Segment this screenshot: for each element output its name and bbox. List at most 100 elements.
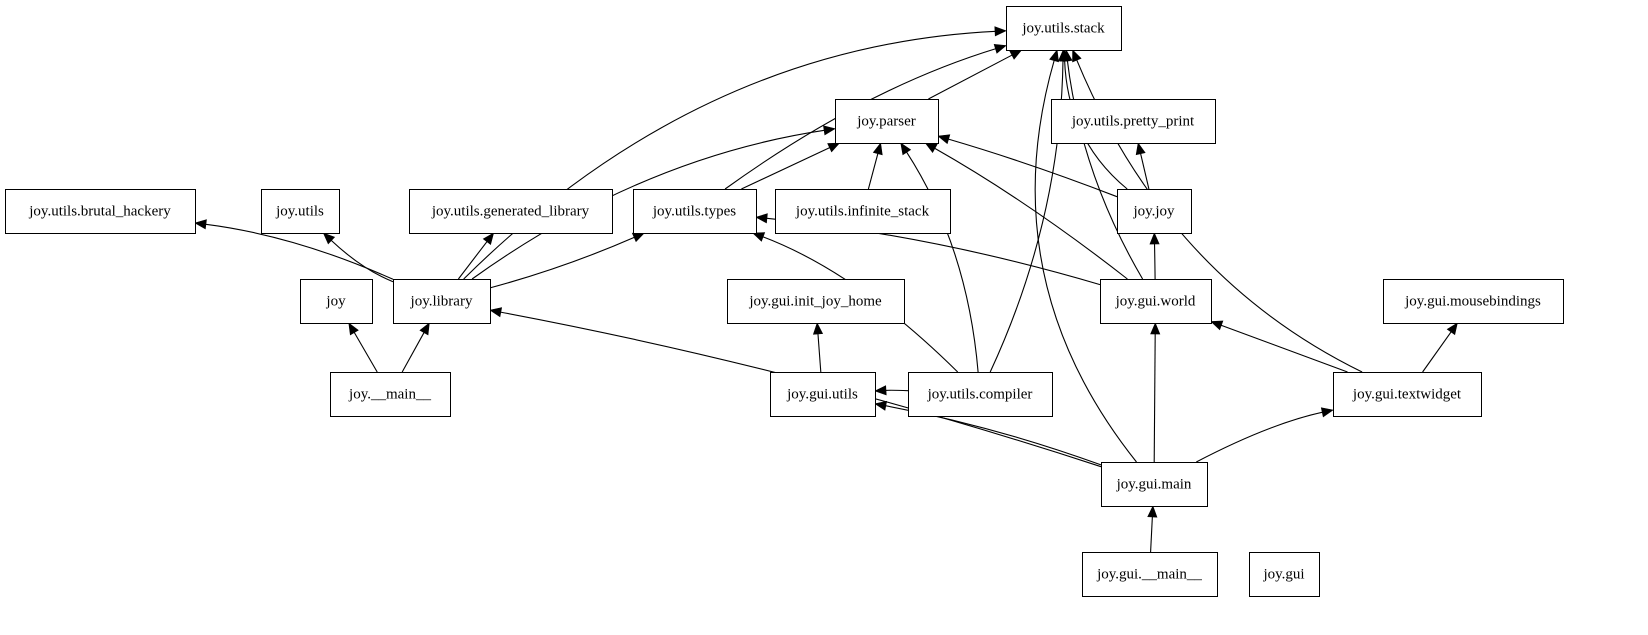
node-box xyxy=(1051,99,1216,144)
node-box xyxy=(1117,189,1192,234)
edge-line xyxy=(905,151,979,373)
node-box xyxy=(5,189,196,234)
edge-line xyxy=(204,223,394,280)
edge-joy-parser-to-joy-utils-stack xyxy=(928,49,1023,100)
edge-line xyxy=(1139,152,1150,190)
edge-joy-utils-compiler-to-joy-gui-utils xyxy=(874,385,909,396)
arrow-head xyxy=(631,232,645,243)
edge-line xyxy=(353,331,378,373)
node-box xyxy=(261,189,340,234)
edge-joy-gui-main-to-joy-gui-textwidget xyxy=(1196,407,1334,463)
node-label: joy.gui.mousebindings xyxy=(1404,293,1541,309)
node-joy-main[interactable]: joy.__main__ xyxy=(330,372,451,417)
node-joy-gui-world[interactable]: joy.gui.world xyxy=(1100,279,1212,324)
edge-joy-library-to-joy-parser xyxy=(471,125,836,280)
node-joy-utils-stack[interactable]: joy.utils.stack xyxy=(1006,6,1122,51)
edge-joy-library-to-joy-utils xyxy=(322,232,394,283)
node-label: joy.gui xyxy=(1262,566,1304,582)
node-joy-gui-init-joy-home[interactable]: joy.gui.init_joy_home xyxy=(727,279,905,324)
node-label: joy.utils.pretty_print xyxy=(1071,113,1195,129)
node-joy-utils-pretty-print[interactable]: joy.utils.pretty_print xyxy=(1051,99,1216,144)
node-box xyxy=(633,189,757,234)
edge-joy-main-to-joy xyxy=(348,322,378,373)
edge-joy-joy-to-joy-utils-pretty-print xyxy=(1135,142,1150,190)
edge-joy-joy-to-joy-parser xyxy=(937,134,1118,198)
node-box xyxy=(393,279,491,324)
arrow-head xyxy=(482,232,495,246)
edge-joy-library-to-joy-utils-generated-library xyxy=(457,232,495,280)
node-box xyxy=(775,189,951,234)
node-joy-gui[interactable]: joy.gui xyxy=(1249,552,1320,597)
node-label: joy.utils.infinite_stack xyxy=(795,203,930,219)
node-label: joy.utils.stack xyxy=(1021,20,1105,36)
arrow-head xyxy=(1049,49,1059,63)
arrow-head xyxy=(1072,49,1082,63)
node-box xyxy=(409,189,613,234)
arrow-head xyxy=(1210,320,1224,331)
edge-joy-main-to-joy-library xyxy=(401,322,430,373)
node-box xyxy=(300,279,373,324)
arrow-head xyxy=(812,322,824,335)
arrow-head xyxy=(348,322,359,336)
node-label: joy xyxy=(325,293,346,309)
arrow-head xyxy=(1320,407,1334,418)
arrow-head xyxy=(755,213,768,224)
edge-joy-gui-main-to-joy-gui-main xyxy=(1147,505,1158,553)
node-label: joy.gui.textwidget xyxy=(1352,386,1462,402)
edge-line xyxy=(741,146,831,190)
node-joy-joy[interactable]: joy.joy xyxy=(1117,189,1192,234)
node-box xyxy=(770,372,876,417)
edge-line xyxy=(947,138,1118,198)
node-box xyxy=(1333,372,1482,417)
node-joy-utils-types[interactable]: joy.utils.types xyxy=(633,189,757,234)
node-joy-utils-brutal-hackery[interactable]: joy.utils.brutal_hackery xyxy=(5,189,196,234)
edge-line xyxy=(489,236,636,289)
arrow-head xyxy=(994,26,1007,37)
arrow-head xyxy=(1149,232,1160,245)
edge-joy-gui-textwidget-to-joy-gui-world xyxy=(1210,320,1348,373)
node-joy-gui-main[interactable]: joy.gui.main xyxy=(1101,462,1208,507)
edge-line xyxy=(471,129,826,280)
node-joy-utils-generated-library[interactable]: joy.utils.generated_library xyxy=(409,189,613,234)
node-label: joy.gui.init_joy_home xyxy=(748,293,882,309)
node-joy-utils-infinite-stack[interactable]: joy.utils.infinite_stack xyxy=(775,189,951,234)
edge-joy-gui-world-to-joy-utils-stack xyxy=(1062,49,1144,280)
node-joy[interactable]: joy xyxy=(300,279,373,324)
edge-line xyxy=(1196,411,1324,463)
edge-joy-gui-world-to-joy-joy xyxy=(1149,232,1160,280)
arrow-head xyxy=(194,219,207,230)
arrow-head xyxy=(924,142,938,153)
edge-joy-library-to-joy-utils-types xyxy=(489,232,645,289)
node-label: joy.__main__ xyxy=(348,386,431,402)
node-joy-parser[interactable]: joy.parser xyxy=(835,99,939,144)
edge-line xyxy=(933,147,1128,280)
arrow-head xyxy=(874,385,887,396)
edge-line xyxy=(1220,324,1348,373)
node-box xyxy=(835,99,939,144)
arrow-head xyxy=(322,232,336,245)
node-box xyxy=(908,372,1053,417)
arrow-head xyxy=(1150,322,1161,335)
node-joy-library[interactable]: joy.library xyxy=(393,279,491,324)
edge-joy-library-to-joy-utils-brutal-hackery xyxy=(194,219,394,280)
edge-line xyxy=(867,152,879,190)
node-joy-gui-main[interactable]: joy.gui.__main__ xyxy=(1082,552,1218,597)
node-joy-utils[interactable]: joy.utils xyxy=(261,189,340,234)
arrow-head xyxy=(900,142,912,156)
node-joy-utils-compiler[interactable]: joy.utils.compiler xyxy=(908,372,1053,417)
node-label: joy.parser xyxy=(856,113,916,129)
edge-line xyxy=(928,54,1014,100)
arrow-head xyxy=(823,125,836,136)
node-box xyxy=(1383,279,1564,324)
node-layer: joy.utils.stack joy.parser joy.utils.prett… xyxy=(5,6,1564,597)
node-joy-gui-mousebindings[interactable]: joy.gui.mousebindings xyxy=(1383,279,1564,324)
node-joy-gui-utils[interactable]: joy.gui.utils xyxy=(770,372,876,417)
arrow-head xyxy=(489,307,503,318)
edge-line xyxy=(457,240,488,280)
node-label: joy.utils.types xyxy=(652,203,736,219)
arrow-head xyxy=(1009,49,1023,60)
node-joy-gui-textwidget[interactable]: joy.gui.textwidget xyxy=(1333,372,1482,417)
edge-line xyxy=(1066,59,1144,280)
